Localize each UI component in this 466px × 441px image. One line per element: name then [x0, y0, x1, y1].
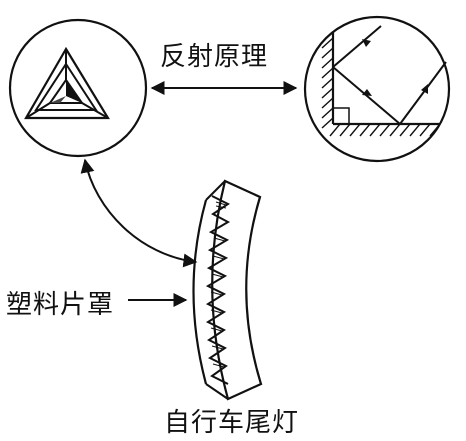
- plastic-cover-label: 塑料片罩: [6, 290, 115, 320]
- tail-lamp: [192, 179, 263, 401]
- reflection-principle-view: [303, 15, 451, 163]
- reflection-principle-label: 反射原理: [160, 42, 269, 72]
- detail-arrow: [80, 158, 198, 268]
- corner-cube-view: [8, 18, 148, 158]
- tail-lamp-label: 自行车尾灯: [164, 408, 300, 438]
